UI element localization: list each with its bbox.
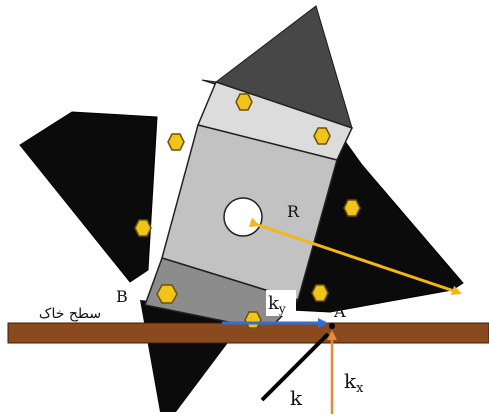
hexagon-bolt-icon (244, 311, 262, 329)
hexagon-bolt-icon (313, 127, 331, 145)
hexagon-bolt-icon (343, 199, 361, 217)
hexagon-bolt-icon (235, 93, 253, 111)
hexagon-bolt-icon (311, 284, 329, 302)
label-ky-sub: y (278, 302, 286, 316)
k-force-line (260, 332, 330, 402)
label-soil-surface: سطح خاک (39, 306, 101, 322)
label-k: k (290, 386, 303, 410)
r-vector-arrow (248, 217, 462, 296)
hexagon-bolt-icon (156, 284, 178, 304)
label-kx: kx (344, 369, 364, 396)
label-kx-base: k (344, 369, 357, 393)
label-b: B (116, 287, 128, 306)
left-blade (19, 111, 158, 283)
hexagon-bolt-icon (134, 219, 152, 237)
circle-hole-icon (223, 197, 263, 237)
label-ky: ky (268, 293, 286, 316)
label-a: A (333, 302, 346, 321)
point-a-marker (329, 323, 335, 329)
label-ky-base: k (268, 293, 280, 314)
label-r: R (287, 202, 300, 221)
label-kx-sub: x (356, 381, 364, 396)
hexagon-bolt-icon (167, 133, 185, 151)
